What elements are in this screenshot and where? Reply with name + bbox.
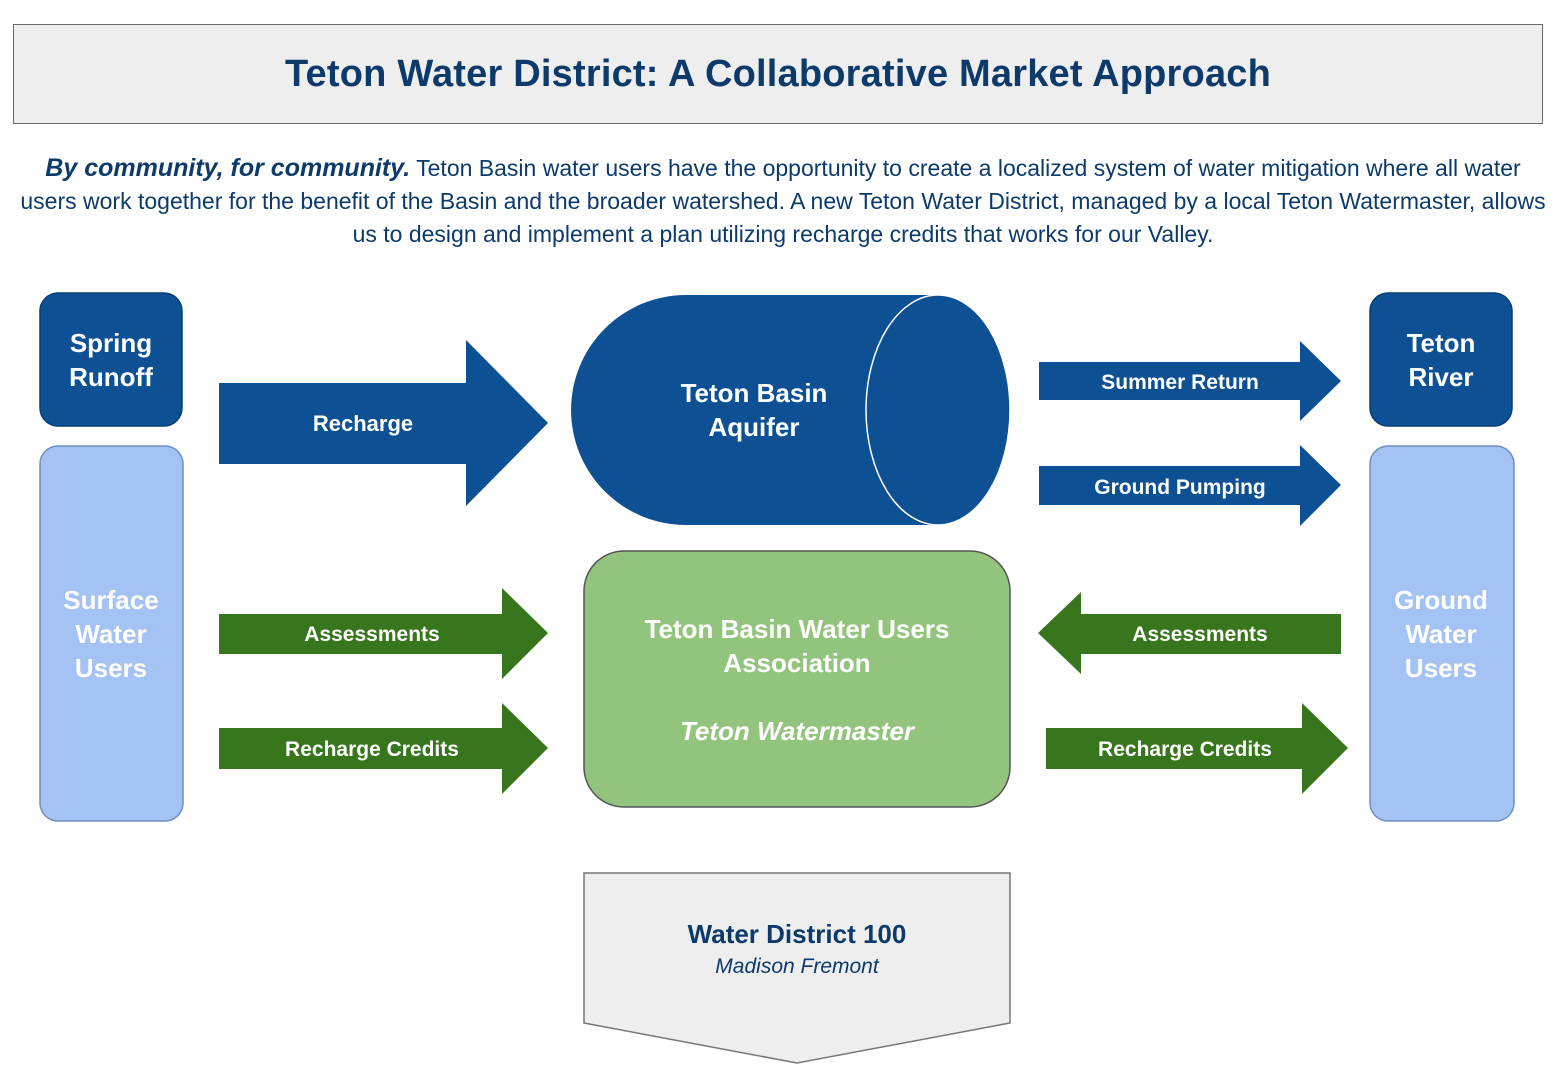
recharge-credits-left-arrow-label: Recharge Credits [285,738,459,761]
summer-return-arrow: Summer Return [1039,341,1341,421]
surface-water-users-label-1: Surface [63,585,158,615]
surface-water-users-label-2: Water [75,619,146,649]
ground-pumping-arrow: Ground Pumping [1039,445,1341,526]
ground-water-users-label-2: Water [1405,619,1476,649]
assessments-left-arrow-label: Assessments [304,623,439,646]
page-title: Teton Water District: A Collaborative Ma… [284,52,1272,95]
association-label-2: Association [723,648,870,678]
association-node: Teton Basin Water Users Association Teto… [583,550,1011,808]
assessments-right-arrow-label: Assessments [1132,623,1267,646]
spring-runoff-label-2: Runoff [69,362,153,392]
ground-water-users-node: Ground Water Users [1369,445,1515,822]
ground-water-users-label-1: Ground [1394,585,1488,615]
spring-runoff-node: Spring Runoff [39,292,183,427]
assessments-right-arrow: Assessments [1038,592,1341,674]
teton-river-label-1: Teton [1407,328,1476,358]
aquifer-label-2: Aquifer [709,412,800,442]
aquifer-node: Teton Basin Aquifer [571,294,1011,526]
teton-river-node: Teton River [1369,292,1513,427]
title-box: Teton Water District: A Collaborative Ma… [13,24,1543,124]
ground-water-users-label-3: Users [1405,653,1477,683]
teton-river-label-2: River [1408,362,1473,392]
summer-return-arrow-label: Summer Return [1101,371,1259,394]
ground-pumping-arrow-label: Ground Pumping [1094,476,1265,499]
intro-paragraph: By community, for community. Teton Basin… [20,152,1546,251]
recharge-credits-right-arrow: Recharge Credits [1046,703,1348,794]
watermaster-label: Teton Watermaster [680,716,916,746]
association-label-1: Teton Basin Water Users [645,614,950,644]
surface-water-users-node: Surface Water Users [39,445,184,822]
aquifer-label-1: Teton Basin [681,378,828,408]
recharge-credits-right-arrow-label: Recharge Credits [1098,738,1272,761]
spring-runoff-label-1: Spring [70,328,152,358]
recharge-arrow: Recharge [219,340,548,506]
assessments-left-arrow: Assessments [219,588,548,679]
water-district-sub-label: Madison Fremont [715,955,880,978]
intro-lead: By community, for community. [45,154,411,182]
recharge-arrow-label: Recharge [313,411,413,436]
water-district-label: Water District 100 [688,919,907,949]
surface-water-users-label-3: Users [75,653,147,683]
recharge-credits-left-arrow: Recharge Credits [219,703,548,794]
intro-body: Teton Basin water users have the opportu… [20,155,1546,247]
water-district-node: Water District 100 Madison Fremont [583,872,1011,1064]
